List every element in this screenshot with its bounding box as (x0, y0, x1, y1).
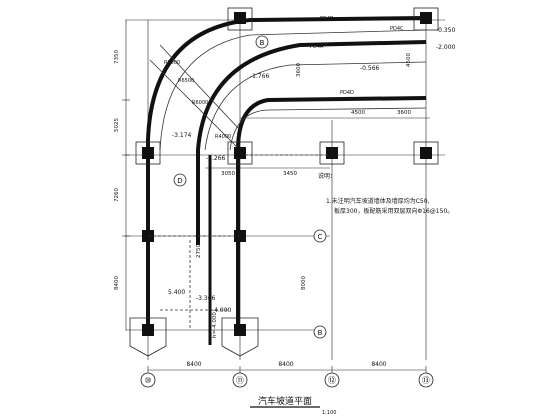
column (142, 147, 154, 159)
drawing-scale: 1:100 (322, 410, 336, 416)
notes-line: 1.未注明汽车坡道墙体及墙厚均为C50, (326, 197, 430, 205)
pile-cap (413, 7, 439, 31)
grid-bubble (255, 35, 269, 49)
elevation-label: -4.000 (212, 307, 232, 314)
radius-label: R4000 (215, 134, 231, 140)
column (326, 147, 338, 159)
dimension-label: 3050 (221, 171, 235, 177)
grid-bubble (313, 325, 327, 339)
pile-cap (413, 141, 439, 165)
tag-label: h=-4.000 (212, 312, 218, 338)
dimension-label: 4500 (406, 53, 412, 67)
grid-bubbles (140, 35, 434, 388)
pile-cap (227, 141, 253, 165)
radius-label: R6000 (192, 100, 208, 106)
ramp-label: PD4C (390, 26, 404, 32)
column (234, 324, 246, 336)
column (142, 324, 154, 336)
grid-bubble-label: D (177, 177, 182, 185)
grid-bubble (418, 372, 434, 388)
notes-heading: 说明： (318, 172, 336, 180)
dimension-label: 8000 (301, 276, 307, 290)
grid-bubble-label: ⑩ (144, 376, 151, 385)
dimension-label: 3600 (296, 63, 302, 77)
dimension-label: 8400 (186, 361, 201, 368)
grid-bubble (232, 372, 248, 388)
column (420, 147, 432, 159)
dimension-label: 7350 (114, 50, 120, 64)
middle-ramp-wall (196, 40, 427, 245)
grid-bubble (313, 229, 327, 243)
grid-bubble-label: B (318, 329, 323, 337)
outer-ramp-wall (146, 16, 427, 150)
dimension-label: 7260 (114, 188, 120, 202)
elevation-label: -3.266 (206, 155, 226, 162)
elevation-label: -0.566 (360, 65, 380, 72)
dimension-label: 8400 (114, 276, 120, 290)
column (234, 147, 246, 159)
pile-cap (135, 141, 161, 165)
dimension-label: 5025 (114, 118, 120, 132)
grid-bubble-label: B (260, 39, 265, 47)
radius-label: R9000 (164, 60, 180, 66)
grid-bubble-label: ⑬ (422, 376, 430, 385)
pile-cap (227, 7, 253, 31)
column (234, 12, 246, 24)
column (420, 12, 432, 24)
dimension-label: 4500 (351, 110, 365, 116)
dimension-label: 2750 (196, 244, 202, 258)
radius-label: R6500 (178, 78, 194, 84)
beam-label: 5.400 (168, 289, 185, 296)
dimension-label: 8400 (371, 361, 386, 368)
notes-line: 板厚300，板配筋采用双层双向Φ16@150。 (334, 207, 453, 215)
grid-bubble-label: C (318, 233, 323, 241)
dashed-beams (148, 154, 330, 330)
ramp-label: PD4A (310, 44, 324, 50)
grid-bubble (173, 173, 187, 187)
pile-caps (129, 7, 439, 357)
dimension-label: 8400 (278, 361, 293, 368)
pile-cap (319, 141, 345, 165)
elevation-label: -0.350 (436, 27, 456, 34)
grid-bubble-label: ⑪ (236, 376, 244, 385)
axis-lines (122, 19, 445, 374)
drawing-title: 汽车坡道平面 (258, 395, 312, 407)
elevation-label: -3.174 (172, 132, 192, 139)
dimension-label: 3450 (283, 171, 297, 177)
grid-bubble (140, 372, 156, 388)
grid-bubble-label: ⑫ (328, 376, 336, 385)
ramp-label: PD4B (320, 16, 334, 22)
elevation-label: -1.766 (250, 73, 270, 80)
elevation-label: -2.000 (436, 44, 456, 51)
dimension-label: 3600 (397, 110, 411, 116)
pile-cap (221, 317, 259, 357)
elevation-label: -3.366 (196, 295, 216, 302)
pile-cap (129, 317, 167, 357)
grid-bubble (324, 372, 340, 388)
ramp-label: PD4D (340, 90, 354, 96)
